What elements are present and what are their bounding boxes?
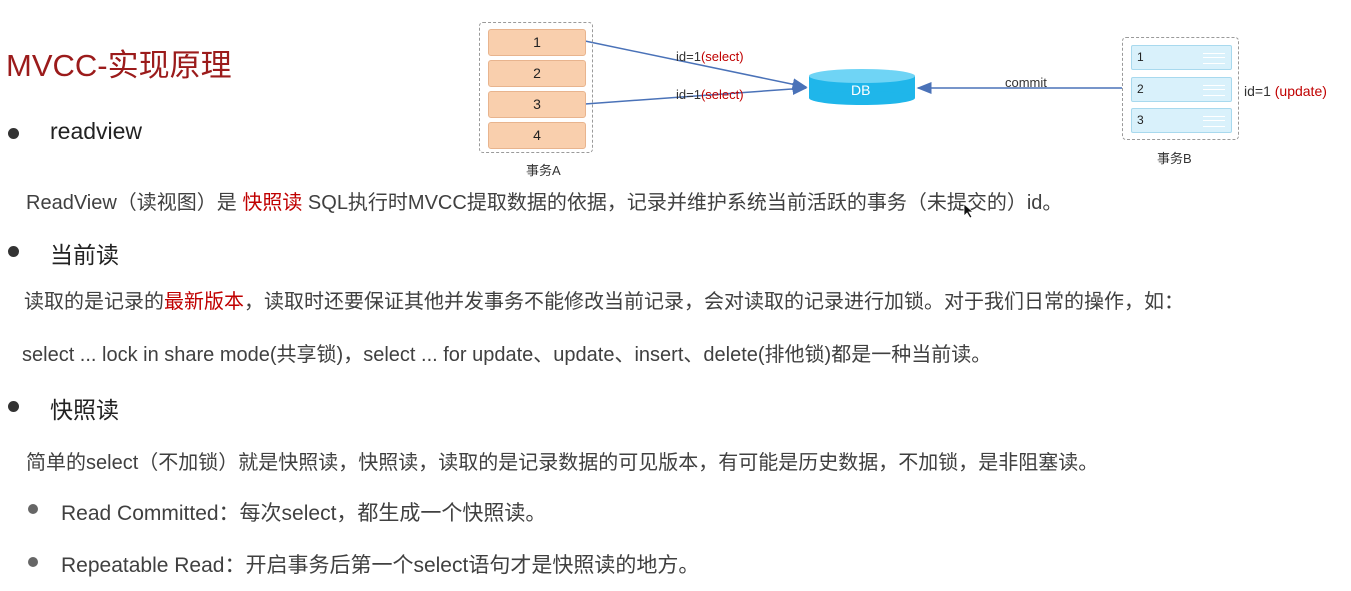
mouse-cursor-icon [963,203,975,219]
bullet-icon [28,557,38,567]
bullet-icon [28,504,38,514]
tx-a-row: 2 [488,60,586,87]
edge-label-commit: commit [1005,75,1047,90]
bullet-icon [8,246,19,257]
transaction-a-box: 1 2 3 4 [479,22,593,153]
edge-label-select-top: id=1(select) [676,49,744,64]
bullet-icon [8,401,19,412]
arrow-select-top [584,40,808,91]
tx-b-row: 2 [1131,77,1232,102]
transaction-b-box: 1 2 3 [1122,37,1239,140]
arrow-select-bottom [584,82,808,105]
tx-a-row: 4 [488,122,586,149]
tx-b-row: 3 [1131,108,1232,133]
current-read-line1: 读取的是记录的最新版本，读取时还要保证其他并发事务不能修改当前记录，会对读取的记… [24,291,1184,313]
update-label: id=1 (update) [1244,83,1327,99]
tx-a-row: 1 [488,29,586,56]
page-title: MVCC-实现原理 [6,48,232,83]
bullet-icon [8,128,19,139]
tx-b-row: 1 [1131,45,1232,70]
transaction-b-label: 事务B [1157,151,1192,166]
transaction-a-label: 事务A [526,163,561,178]
db-cylinder-icon [809,69,915,105]
edge-label-select-bottom: id=1(select) [676,87,744,102]
diagram-arrows [584,40,1122,105]
list-item: Read Committed：每次select，都生成一个快照读。 [61,502,547,525]
snapshot-read-text: 简单的select（不加锁）就是快照读，快照读，读取的是记录数据的可见版本，有可… [26,452,1099,474]
heading-current-read: 当前读 [50,242,119,268]
heading-snapshot-read: 快照读 [50,397,119,423]
tx-a-row: 3 [488,91,586,118]
readview-text: ReadView（读视图）是 快照读 SQL执行时MVCC提取数据的依据，记录并… [26,192,1063,214]
heading-readview: readview [50,118,143,144]
list-item: Repeatable Read：开启事务后第一个select语句才是快照读的地方… [61,554,700,577]
db-label: DB [851,82,871,98]
current-read-line2: select ... lock in share mode(共享锁)，selec… [22,344,992,366]
